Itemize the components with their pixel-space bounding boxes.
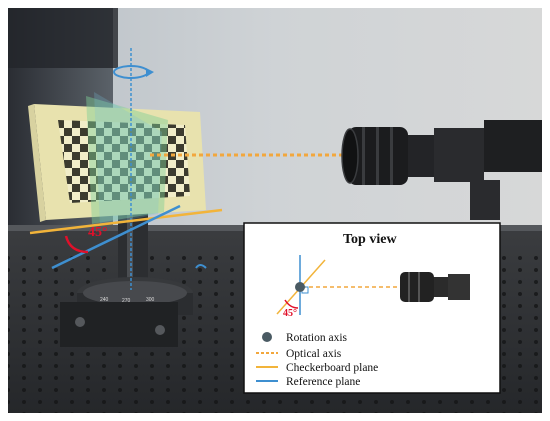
rotation-arrowhead-icon: [146, 68, 154, 77]
checkerboard-plane-overlay: [86, 96, 168, 224]
reference-plane-line: [51, 204, 181, 270]
legend-reference-plane-label: Reference plane: [286, 376, 360, 388]
checkerboard-plane-line: [29, 208, 223, 235]
legend: Rotation axis Optical axis Checkerboard …: [256, 332, 378, 388]
inset-angle-label: 45°: [283, 308, 297, 319]
checkerboard-target: [28, 104, 206, 222]
stage-tick-240: 240: [100, 297, 109, 303]
legend-rotation-axis-marker: [262, 332, 272, 342]
top-view-inset: Top view 45° Rotation axis Optical axis …: [243, 222, 501, 394]
camera: [341, 120, 542, 220]
photo-angle-label: 45°: [88, 225, 108, 240]
inset-angle-arc-icon: [284, 299, 299, 309]
reference-plane-overlay: [94, 92, 162, 226]
legend-rotation-axis-label: Rotation axis: [286, 332, 348, 344]
stage-tick-270: 270: [122, 298, 131, 304]
stage-tick-300: 300: [146, 297, 155, 303]
legend-checkerboard-plane-label: Checkerboard plane: [286, 362, 378, 374]
inset-rotation-axis-dot: [295, 282, 305, 292]
angle-arc-icon: [64, 235, 89, 254]
inset-camera-icon: [400, 272, 470, 302]
cable: [195, 264, 207, 269]
legend-optical-axis-label: Optical axis: [286, 348, 342, 360]
top-view-title: Top view: [343, 232, 397, 247]
